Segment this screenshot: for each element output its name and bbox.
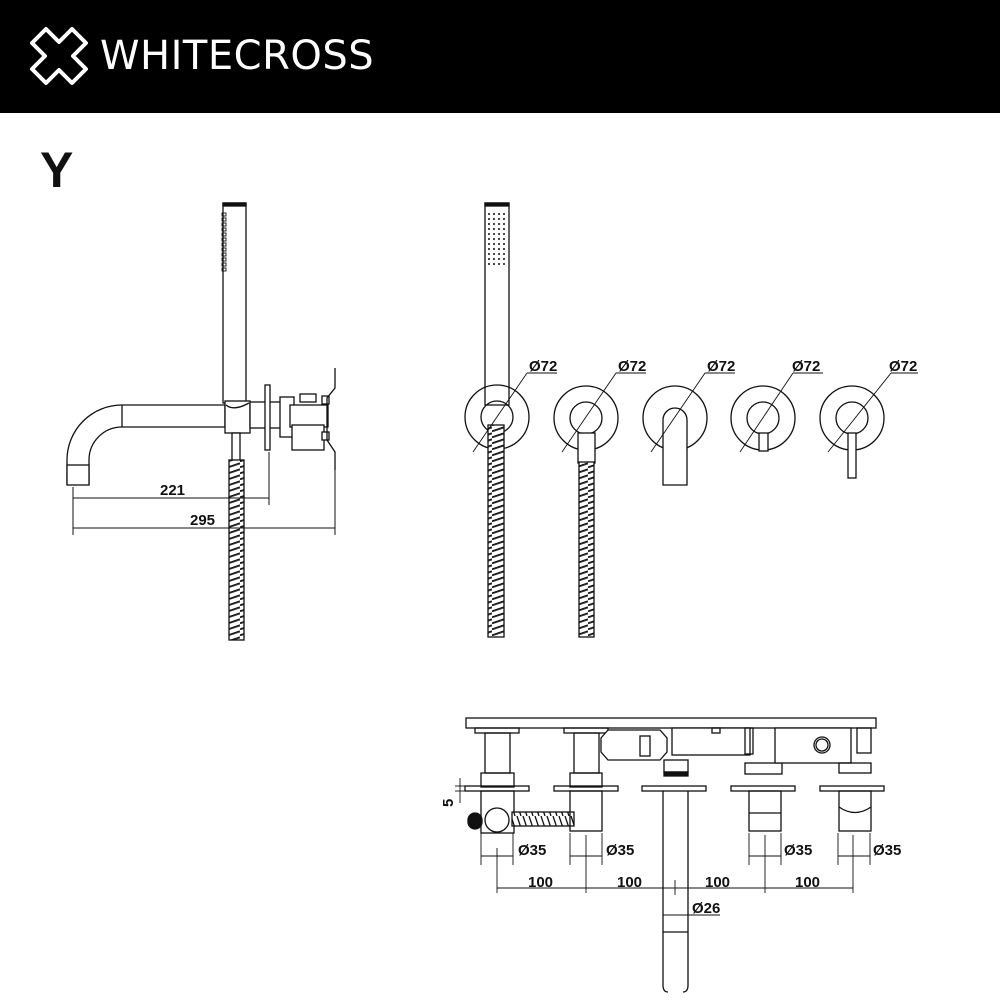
- dim-body-1: Ø35: [518, 842, 546, 859]
- whitecross-logo-icon: [30, 27, 88, 85]
- dim-rosette-1: Ø72: [529, 358, 557, 375]
- dim-body-4: Ø35: [873, 842, 901, 859]
- dim-rosette-2: Ø72: [618, 358, 646, 375]
- dim-rosette-3: Ø72: [707, 358, 735, 375]
- dim-overall-depth: 295: [190, 512, 215, 529]
- dim-body-2: Ø35: [606, 842, 634, 859]
- dim-rosette-4: Ø72: [792, 358, 820, 375]
- plan-view: [455, 717, 885, 993]
- brand-name: WHITECROSS: [100, 33, 375, 79]
- side-view: [66, 202, 336, 641]
- dim-flange-thickness: 5: [440, 799, 457, 807]
- variant-label: Y: [40, 142, 74, 198]
- dim-body-3: Ø35: [784, 842, 812, 859]
- dim-rosette-5: Ø72: [889, 358, 917, 375]
- dim-spacing-2: 100: [617, 874, 642, 891]
- dim-spout-projection: 221: [160, 482, 185, 499]
- dim-spacing-1: 100: [528, 874, 553, 891]
- dim-spacing-4: 100: [795, 874, 820, 891]
- front-view: [464, 202, 918, 638]
- dim-spacing-3: 100: [705, 874, 730, 891]
- dim-spout-diameter: Ø26: [692, 900, 720, 917]
- brand-header: WHITECROSS: [0, 0, 1000, 113]
